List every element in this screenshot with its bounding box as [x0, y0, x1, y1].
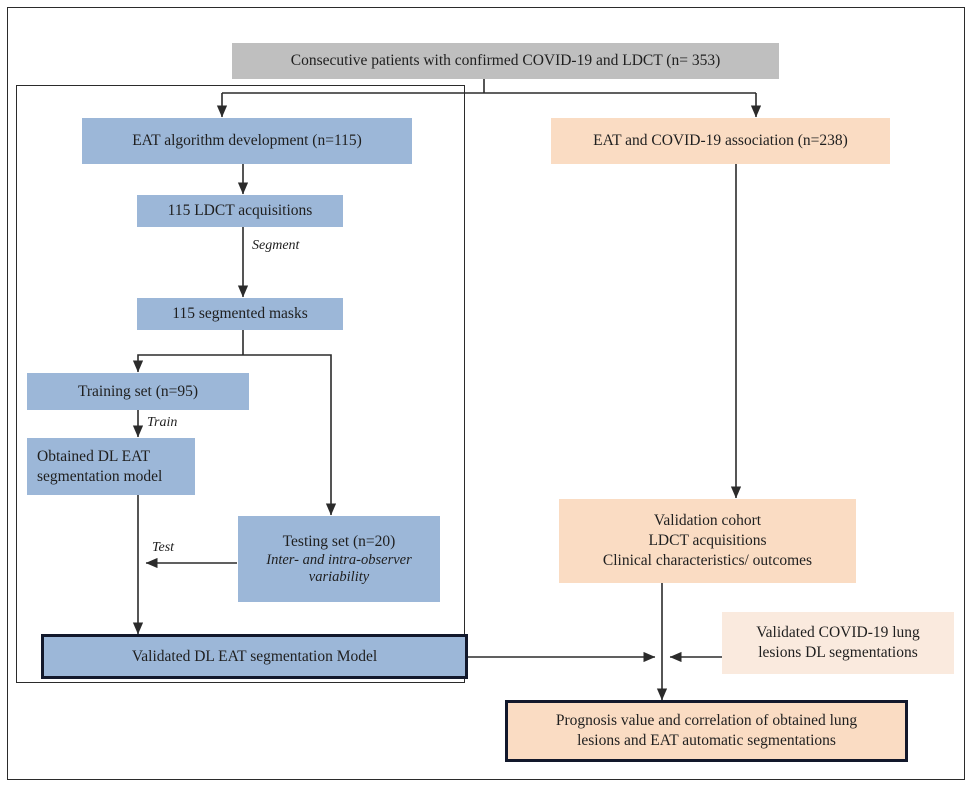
node-validation-cohort-line1: Validation cohort	[653, 512, 762, 530]
node-segmented-masks: 115 segmented masks	[137, 298, 343, 330]
development-branch-group-border	[16, 85, 465, 683]
node-eat-algorithm-development-label: EAT algorithm development (n=115)	[132, 132, 362, 150]
node-testing-set: Testing set (n=20) Inter- and intra-obse…	[238, 516, 440, 602]
node-eat-covid-association-label: EAT and COVID-19 association (n=238)	[593, 132, 848, 150]
edge-label-test: Test	[152, 540, 174, 556]
node-ldct-acquisitions-label: 115 LDCT acquisitions	[167, 202, 313, 220]
edge-label-train-text: Train	[147, 415, 178, 430]
node-segmented-masks-label: 115 segmented masks	[172, 305, 308, 323]
node-validated-dl-eat-model: Validated DL EAT segmentation Model	[41, 634, 468, 679]
node-validation-cohort: Validation cohort LDCT acquisitions Clin…	[559, 499, 856, 583]
node-validated-lung-lesions-line2: lesions DL segmentations	[758, 644, 918, 661]
node-validation-cohort-line2: LDCT acquisitions	[648, 532, 767, 550]
node-validated-dl-eat-model-label: Validated DL EAT segmentation Model	[131, 647, 378, 665]
node-obtained-dl-eat-model: Obtained DL EAT segmentation model	[27, 438, 195, 495]
node-testing-set-line2: Inter- and intra-observer	[266, 551, 412, 568]
node-header-cohort-label: Consecutive patients with confirmed COVI…	[290, 52, 721, 70]
node-testing-set-line3: variability	[308, 568, 370, 585]
node-validated-lung-lesions-text: Validated COVID-19 lung lesions DL segme…	[730, 623, 946, 663]
node-validated-lung-lesions-line1: Validated COVID-19 lung	[756, 624, 920, 642]
node-testing-set-line1: Testing set (n=20)	[282, 532, 396, 550]
node-validation-cohort-text: Validation cohort LDCT acquisitions Clin…	[567, 511, 848, 570]
node-eat-algorithm-development: EAT algorithm development (n=115)	[82, 118, 412, 164]
node-obtained-dl-eat-model-line1: Obtained DL EAT	[37, 447, 151, 465]
node-validation-cohort-line3: Clinical characteristics/ outcomes	[602, 551, 813, 569]
edge-label-train: Train	[147, 415, 177, 431]
node-testing-set-text: Testing set (n=20) Inter- and intra-obse…	[246, 532, 432, 587]
node-training-set: Training set (n=95)	[27, 373, 249, 410]
node-training-set-label: Training set (n=95)	[77, 382, 199, 400]
edge-label-segment-text: Segment	[252, 238, 300, 253]
node-ldct-acquisitions: 115 LDCT acquisitions	[137, 195, 343, 227]
edge-label-segment: Segment	[252, 238, 299, 254]
node-prognosis-value-text: Prognosis value and correlation of obtai…	[516, 711, 897, 751]
node-obtained-dl-eat-model-text: Obtained DL EAT segmentation model	[37, 447, 187, 487]
node-obtained-dl-eat-model-line2: segmentation model	[37, 467, 163, 485]
node-validated-lung-lesions: Validated COVID-19 lung lesions DL segme…	[722, 612, 954, 674]
node-header-cohort: Consecutive patients with confirmed COVI…	[232, 43, 779, 79]
edge-label-test-text: Test	[152, 540, 175, 555]
outer-frame	[7, 7, 965, 780]
node-prognosis-value-line1: Prognosis value and correlation of obtai…	[555, 712, 858, 730]
node-prognosis-value-line2: lesions and EAT automatic segmentations	[577, 732, 836, 749]
node-prognosis-value: Prognosis value and correlation of obtai…	[505, 700, 908, 762]
node-eat-covid-association: EAT and COVID-19 association (n=238)	[551, 118, 890, 164]
